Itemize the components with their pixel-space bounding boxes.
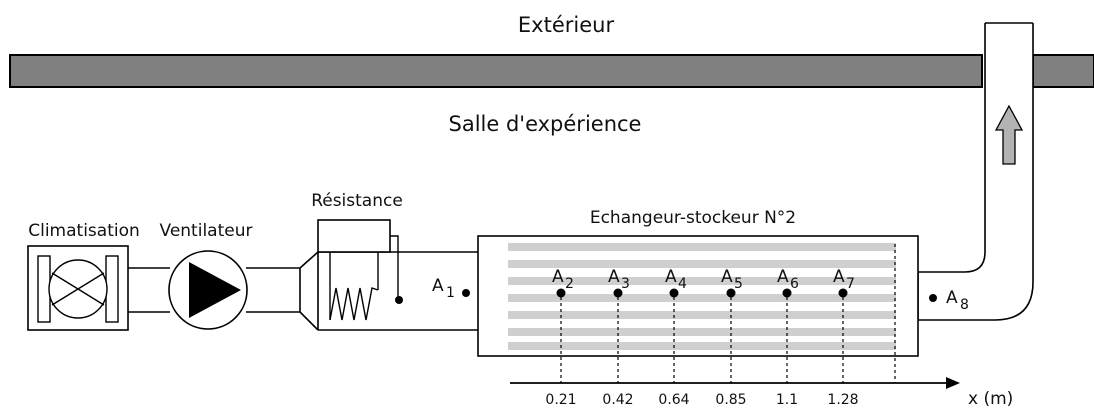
plate bbox=[508, 328, 896, 336]
x-tick-label: 0.42 bbox=[602, 392, 633, 408]
plate bbox=[508, 260, 896, 268]
plate bbox=[508, 342, 896, 350]
exchanger-label: Echangeur-stockeur N°2 bbox=[590, 208, 796, 228]
sensor-letter: A bbox=[777, 267, 789, 287]
diffuser bbox=[299, 251, 319, 331]
sensor-letter: A bbox=[552, 267, 564, 287]
ac-right-coil bbox=[105, 255, 119, 323]
sensor-a8-dot bbox=[929, 294, 937, 302]
plate bbox=[508, 243, 896, 251]
ac-label: Climatisation bbox=[28, 221, 140, 241]
sensor-index: 6 bbox=[790, 276, 799, 292]
sensor-letter: A bbox=[665, 267, 677, 287]
plate bbox=[508, 311, 896, 319]
sensor-dot bbox=[726, 288, 736, 298]
airflow-up-arrow-icon bbox=[994, 104, 1024, 165]
sensor-a5: A 5 0.85 bbox=[715, 267, 746, 408]
wall-right-segment bbox=[1032, 54, 1094, 88]
duct-fan-to-heater bbox=[246, 267, 300, 313]
sensor-index: 3 bbox=[621, 276, 630, 292]
fan-triangle-icon bbox=[189, 262, 241, 318]
sensor-dot bbox=[613, 288, 623, 298]
x-axis-arrowhead-icon bbox=[946, 377, 960, 389]
sensor-index: 7 bbox=[846, 276, 855, 292]
x-tick-label: 1.28 bbox=[827, 392, 858, 408]
x-tick-label: 0.64 bbox=[658, 392, 689, 408]
sensor-index: 5 bbox=[734, 276, 743, 292]
heater-leads bbox=[329, 252, 379, 320]
sensor-a1-letter: A bbox=[432, 276, 444, 296]
heater-coil-icon bbox=[329, 287, 379, 321]
x-axis-label: x (m) bbox=[968, 389, 1013, 409]
ac-valve-cross bbox=[51, 272, 105, 306]
plate bbox=[508, 294, 896, 302]
sensor-a8-index: 8 bbox=[960, 297, 969, 313]
sensor-a1-dot bbox=[462, 289, 470, 297]
sensor-a8-letter: A bbox=[946, 288, 958, 308]
fan-label: Ventilateur bbox=[160, 221, 253, 241]
exhaust-elbow-inner bbox=[918, 251, 986, 273]
sensor-dot bbox=[782, 288, 792, 298]
sensor-a6: A 6 1.1 bbox=[776, 267, 799, 408]
x-tick-label: 0.21 bbox=[545, 392, 576, 408]
wall-left-segment bbox=[9, 54, 983, 88]
heater-label: Résistance bbox=[311, 191, 403, 211]
exterior-label: Extérieur bbox=[518, 13, 615, 37]
duct-ac-to-fan bbox=[128, 267, 170, 313]
sensor-dot bbox=[838, 288, 848, 298]
sensor-index: 4 bbox=[678, 276, 687, 292]
sensor-a2: A 2 0.21 bbox=[545, 267, 576, 408]
heater-control-box bbox=[317, 219, 391, 253]
heater-probe-wire bbox=[390, 235, 399, 298]
sensor-dot bbox=[669, 288, 679, 298]
x-tick-label: 0.85 bbox=[715, 392, 746, 408]
room-label: Salle d'expérience bbox=[449, 112, 642, 136]
heater-probe-dot bbox=[395, 296, 403, 304]
exhaust-elbow-outer bbox=[918, 281, 1034, 321]
sensor-a1-index: 1 bbox=[446, 285, 455, 301]
sensor-index: 2 bbox=[565, 276, 574, 292]
sensor-letter: A bbox=[608, 267, 620, 287]
sensor-a3: A 3 0.42 bbox=[602, 267, 633, 408]
sensor-a7: A 7 1.28 bbox=[827, 267, 858, 408]
sensor-letter: A bbox=[721, 267, 733, 287]
exchanger-plates bbox=[508, 243, 896, 350]
plate bbox=[508, 277, 896, 285]
x-tick-label: 1.1 bbox=[776, 392, 798, 408]
sensor-dot bbox=[556, 288, 566, 298]
ac-left-coil bbox=[37, 255, 51, 323]
sensor-a4: A 4 0.64 bbox=[658, 267, 689, 408]
sensor-letter: A bbox=[833, 267, 845, 287]
exhaust-duct-fill bbox=[950, 23, 1033, 318]
